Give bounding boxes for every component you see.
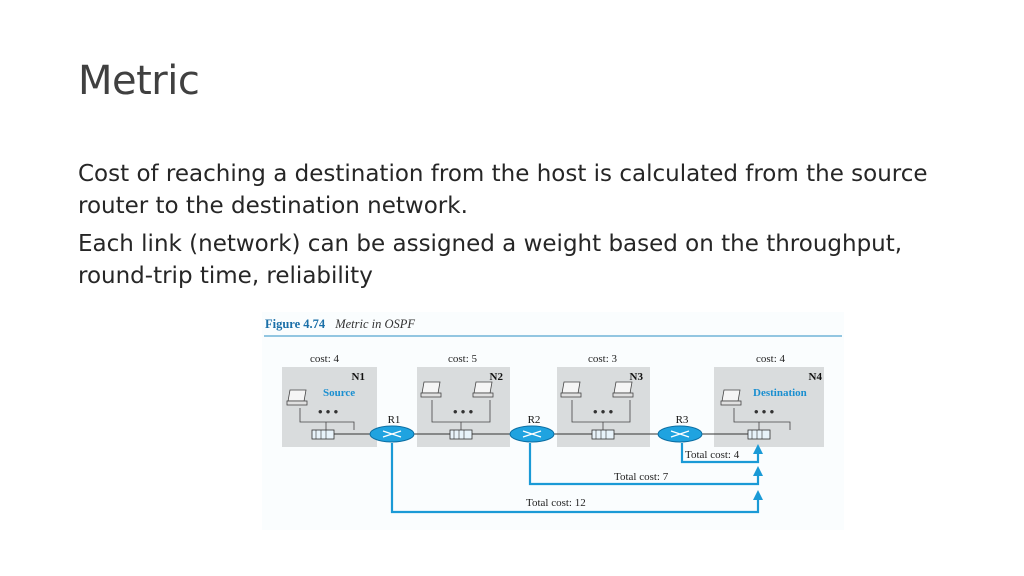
router-r2-icon: [509, 425, 555, 443]
network-id-label: N2: [490, 371, 504, 383]
slide-title: Metric: [78, 58, 200, 104]
total-cost-label: Total cost: 12: [526, 497, 586, 509]
bullet-list: Cost of reaching a destination from the …: [78, 158, 978, 298]
ellipsis-icon: • • •: [318, 404, 339, 419]
bullet-item: Cost of reaching a destination from the …: [78, 161, 928, 219]
router-r3-icon: [657, 425, 703, 443]
figure-caption: Figure 4.74 Metric in OSPF: [265, 317, 415, 332]
network-id-label: N4: [809, 371, 823, 383]
switch-icon: [747, 429, 771, 440]
switch-icon: [311, 429, 335, 440]
laptop-icon: [612, 381, 634, 398]
source-label: Source: [323, 387, 355, 399]
ellipsis-icon: • • •: [754, 404, 775, 419]
ospf-metric-figure: Figure 4.74 Metric in OSPF cost: 4 cost: …: [262, 312, 844, 530]
arrow-heads: [753, 444, 763, 500]
total-cost-label: Total cost: 4: [685, 449, 740, 461]
laptop-icon: [420, 381, 442, 398]
laptop-icon: [472, 381, 494, 398]
router-label: R3: [676, 414, 689, 426]
network-cost-label: cost: 3: [588, 353, 618, 365]
ellipsis-icon: • • •: [593, 404, 614, 419]
ellipsis-icon: • • •: [453, 404, 474, 419]
figure-title: Metric in OSPF: [335, 317, 416, 331]
laptop-icon: [720, 389, 742, 406]
destination-label: Destination: [753, 387, 807, 399]
figure-number: Figure 4.74: [265, 317, 326, 331]
laptop-icon: [560, 381, 582, 398]
network-cost-label: cost: 5: [448, 353, 478, 365]
router-label: R1: [388, 414, 401, 426]
network-cost-label: cost: 4: [756, 353, 786, 365]
bullet-item: Each link (network) can be assigned a we…: [78, 231, 903, 289]
network-id-label: N3: [630, 371, 644, 383]
cost-paths: [390, 443, 760, 514]
network-cost-label: cost: 4: [310, 353, 340, 365]
switch-icon: [449, 429, 473, 440]
laptop-icon: [286, 389, 308, 406]
switch-icon: [591, 429, 615, 440]
total-cost-label: Total cost: 7: [614, 471, 669, 483]
network-id-label: N1: [352, 371, 365, 383]
router-label: R2: [528, 414, 541, 426]
router-r1-icon: [369, 425, 415, 443]
network-diagram: cost: 4 cost: 5 cost: 3 cost: 4 N1 N2 N3…: [264, 335, 842, 514]
